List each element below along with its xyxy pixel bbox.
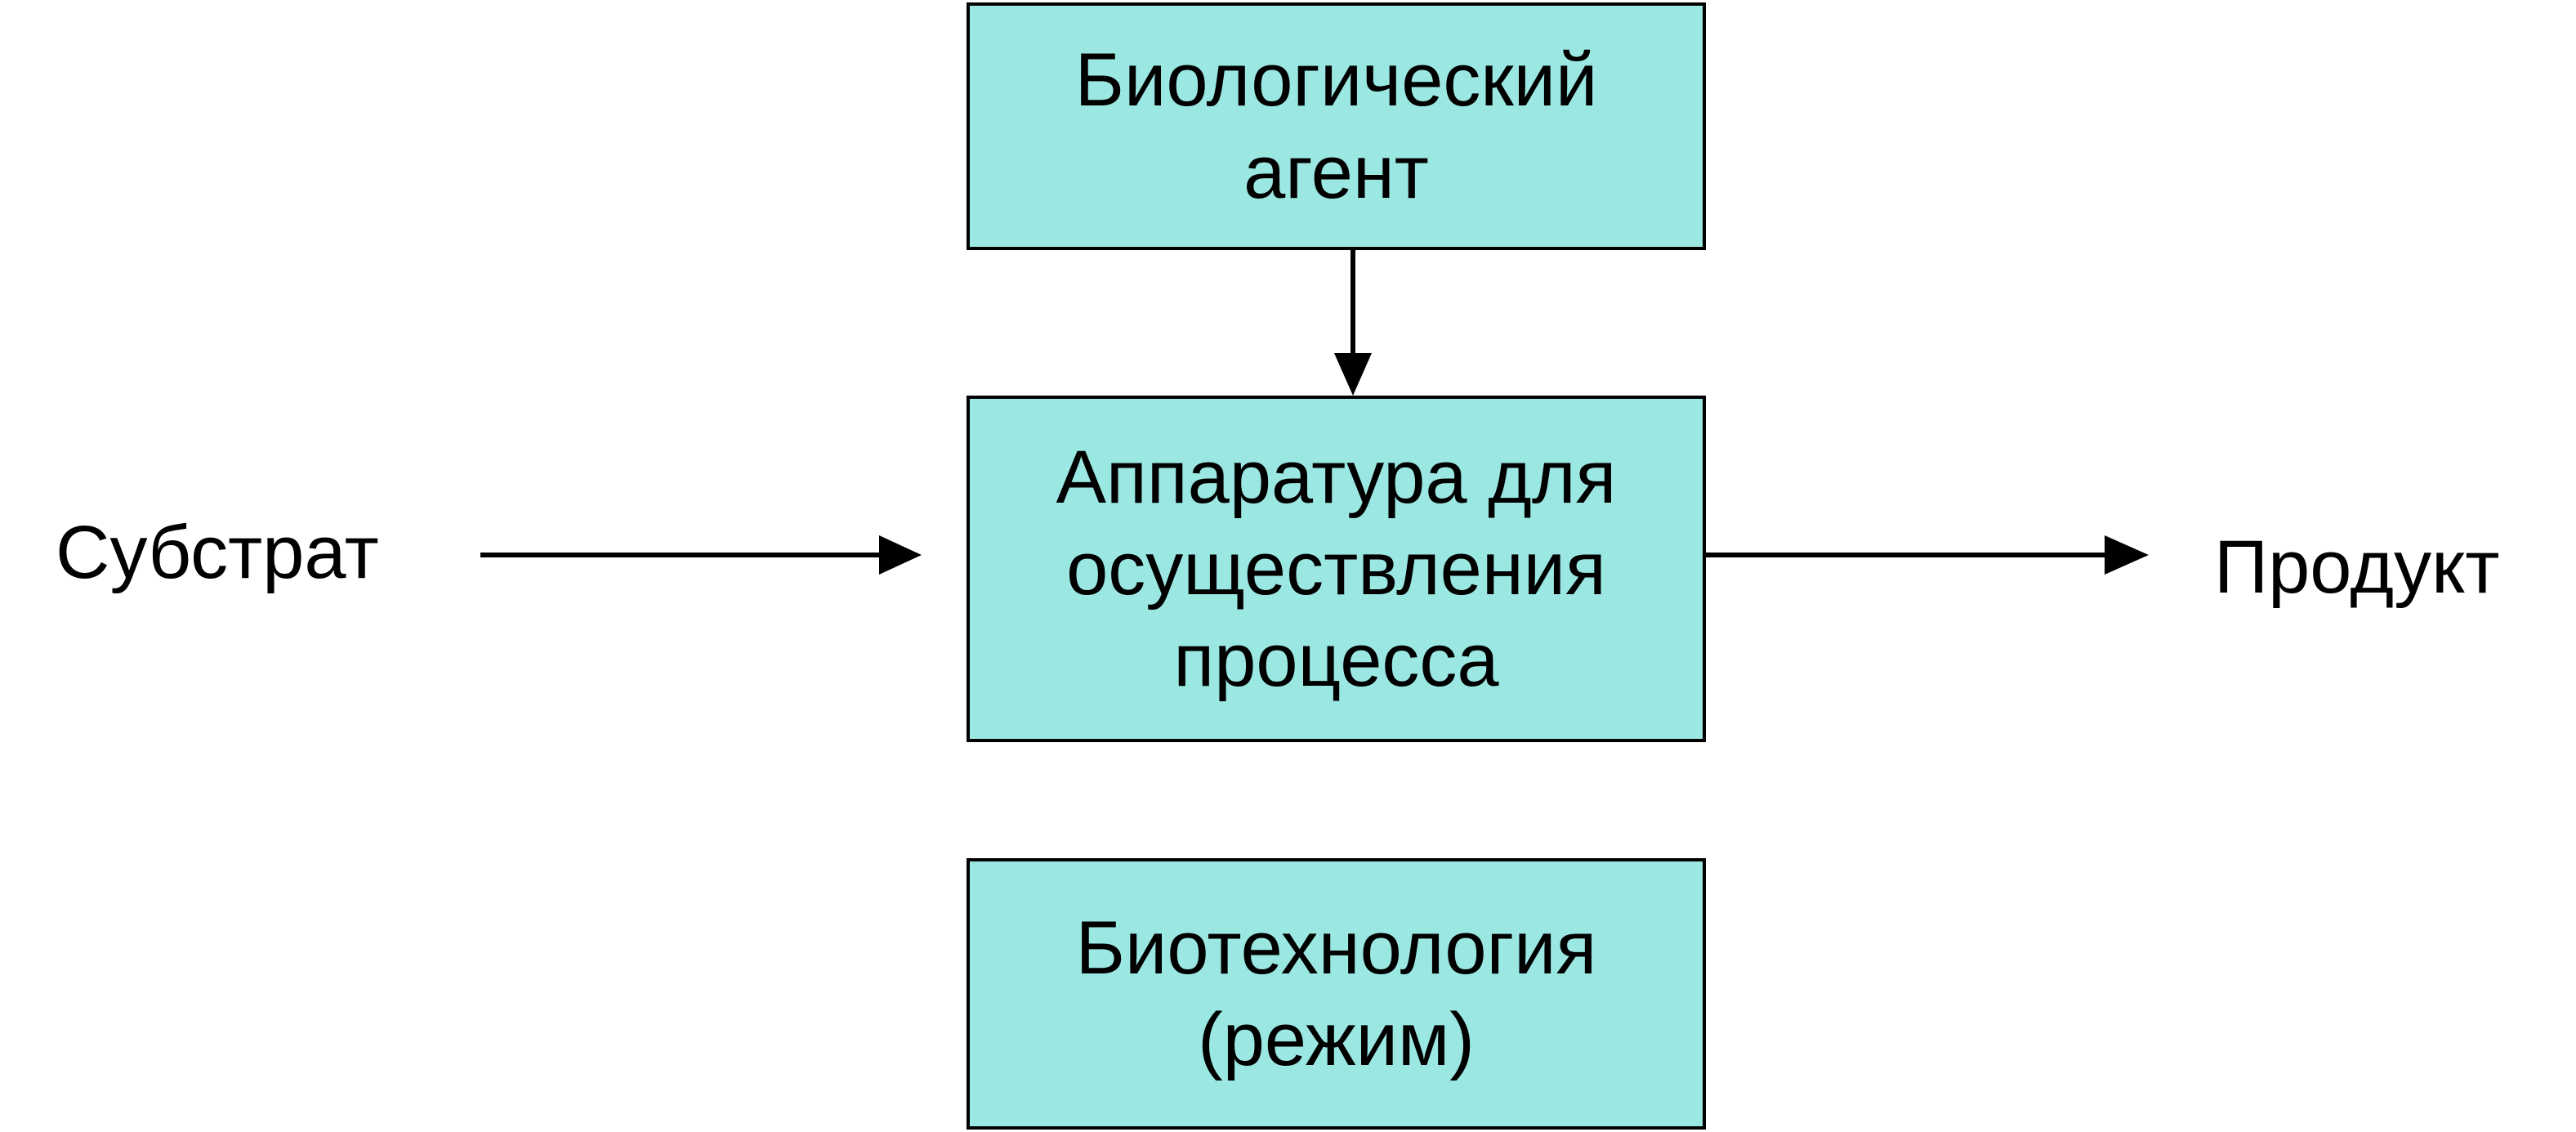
biotechnology-box: Биотехнология (режим) <box>967 858 1706 1130</box>
biological-agent-label: Биологический агент <box>1074 38 1598 214</box>
biotechnology-label: Биотехнология (режим) <box>1075 906 1597 1081</box>
arrow-apparatus-to-product <box>1706 535 2149 575</box>
apparatus-label: Аппаратура для осуществления процесса <box>1056 435 1617 703</box>
apparatus-box: Аппаратура для осуществления процесса <box>967 396 1706 742</box>
product-label: Продукт <box>2214 526 2500 609</box>
arrow-substrate-to-apparatus <box>480 535 922 575</box>
arrow-agent-to-apparatus <box>1334 250 1372 396</box>
biological-agent-box: Биологический агент <box>967 2 1706 250</box>
substrate-label: Субстрат <box>56 511 379 594</box>
